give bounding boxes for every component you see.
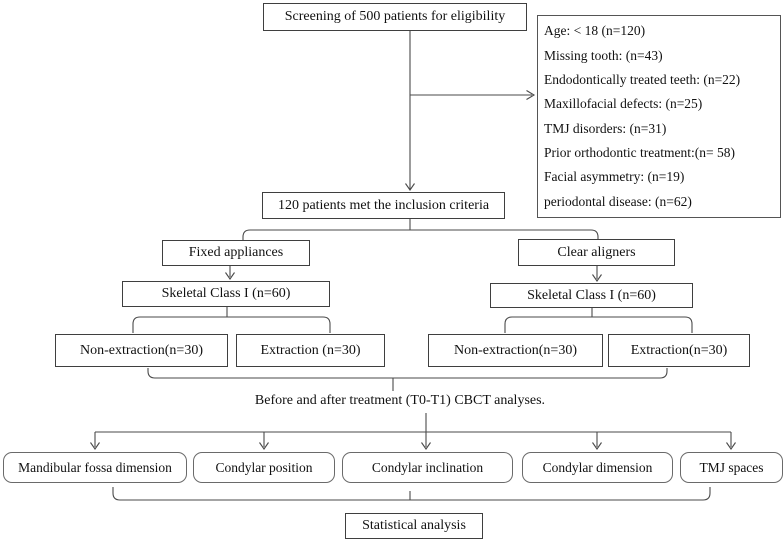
outcome-condylar-inclination-box: Condylar inclination (342, 452, 513, 483)
skeletal-class-left-box: Skeletal Class I (n=60) (122, 281, 330, 307)
extraction-left-box: Extraction (n=30) (236, 334, 385, 367)
arrowhead-outcome-2 (259, 442, 269, 450)
non-extraction-left-box: Non-extraction(n=30) (55, 334, 228, 367)
exclusion-item-maxillofacial: Maxillofacial defects: (n=25) (544, 96, 703, 112)
exclusion-criteria-box: Age: < 18 (n=120) Missing tooth: (n=43) … (537, 15, 781, 218)
exclusion-item-tmj: TMJ disorders: (n=31) (544, 120, 667, 136)
arrowhead-outcome-4 (592, 442, 602, 450)
inclusion-box: 120 patients met the inclusion criteria (262, 192, 505, 219)
arrowhead-down-inclusion (405, 183, 415, 191)
exclusion-item-missing-tooth: Missing tooth: (n=43) (544, 47, 663, 63)
outcome-tmj-spaces-box: TMJ spaces (680, 452, 783, 483)
outcome-mandibular-fossa-box: Mandibular fossa dimension (3, 452, 187, 483)
non-extraction-right-box: Non-extraction(n=30) (428, 334, 603, 367)
exclusion-item-facial-asymmetry: Facial asymmetry: (n=19) (544, 169, 685, 185)
arrowhead-outcome-3 (421, 442, 431, 450)
arrowhead-clear-skeletal (592, 274, 602, 282)
statistical-analysis-box: Statistical analysis (345, 513, 483, 539)
outcome-condylar-position-box: Condylar position (193, 452, 335, 483)
exclusion-item-endodontic: Endodontically treated teeth: (n=22) (544, 71, 741, 87)
screening-box: Screening of 500 patients for eligibilit… (263, 3, 527, 31)
exclusion-item-age: Age: < 18 (n=120) (544, 23, 646, 39)
cbct-analysis-label: Before and after treatment (T0-T1) CBCT … (254, 393, 546, 408)
bracket-to-statistical (112, 487, 711, 501)
clear-aligners-box: Clear aligners (518, 239, 675, 266)
bracket-left-extraction (132, 316, 331, 333)
extraction-right-box: Extraction(n=30) (608, 334, 750, 367)
arrowhead-outcome-5 (726, 442, 736, 450)
arrowhead-fixed-skeletal (225, 272, 235, 280)
arrowhead-outcome-1 (90, 442, 100, 450)
fixed-appliances-box: Fixed appliances (162, 240, 310, 266)
outcome-condylar-dimension-box: Condylar dimension (522, 452, 673, 483)
bracket-right-extraction (504, 316, 693, 333)
arrowhead-right-exclusions (526, 90, 536, 100)
skeletal-class-right-box: Skeletal Class I (n=60) (490, 283, 693, 308)
bracket-converge-cbct (147, 368, 668, 379)
exclusion-item-periodontal: periodontal disease: (n=62) (544, 193, 692, 209)
exclusion-item-prior-ortho: Prior orthodontic treatment:(n= 58) (544, 145, 735, 161)
